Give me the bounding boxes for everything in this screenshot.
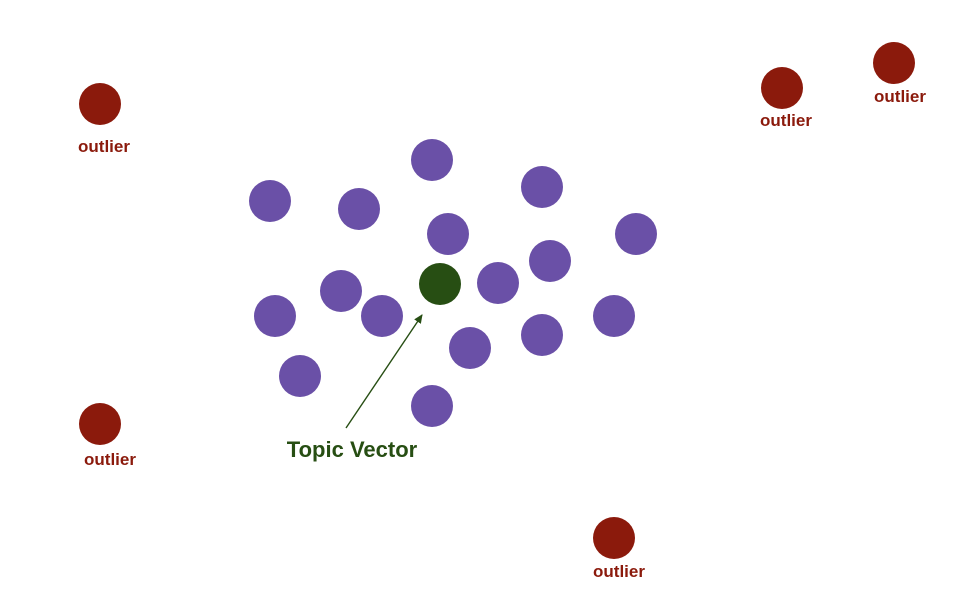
outlier-label: outlier [593, 562, 645, 581]
cluster-point [279, 355, 321, 397]
cluster-point [427, 213, 469, 255]
topic-vector-label: Topic Vector [287, 437, 418, 462]
outlier-point [873, 42, 915, 84]
outlier-top-right-2: outlier [873, 42, 926, 106]
outlier-bottom-left: outlier [79, 403, 136, 469]
outlier-top-right-1: outlier [760, 67, 812, 130]
cluster-point [411, 385, 453, 427]
topic-vector-arrow [345, 314, 423, 429]
cluster-points [249, 139, 657, 427]
cluster-point [521, 314, 563, 356]
outlier-top-left: outlier [78, 83, 130, 156]
outlier-label: outlier [78, 137, 130, 156]
cluster-point [361, 295, 403, 337]
cluster-point [529, 240, 571, 282]
cluster-point [338, 188, 380, 230]
cluster-point [593, 295, 635, 337]
cluster-point [254, 295, 296, 337]
cluster-point [477, 262, 519, 304]
outlier-bottom-center: outlier [593, 517, 645, 581]
outlier-point [761, 67, 803, 109]
cluster-point [411, 139, 453, 181]
cluster-point [320, 270, 362, 312]
topic-vector-point [419, 263, 461, 305]
outlier-point [79, 83, 121, 125]
cluster-point [449, 327, 491, 369]
cluster-point [615, 213, 657, 255]
outlier-label: outlier [760, 111, 812, 130]
cluster-point [249, 180, 291, 222]
cluster-point [521, 166, 563, 208]
outlier-label: outlier [84, 450, 136, 469]
outlier-point [593, 517, 635, 559]
outlier-point [79, 403, 121, 445]
outlier-label: outlier [874, 87, 926, 106]
